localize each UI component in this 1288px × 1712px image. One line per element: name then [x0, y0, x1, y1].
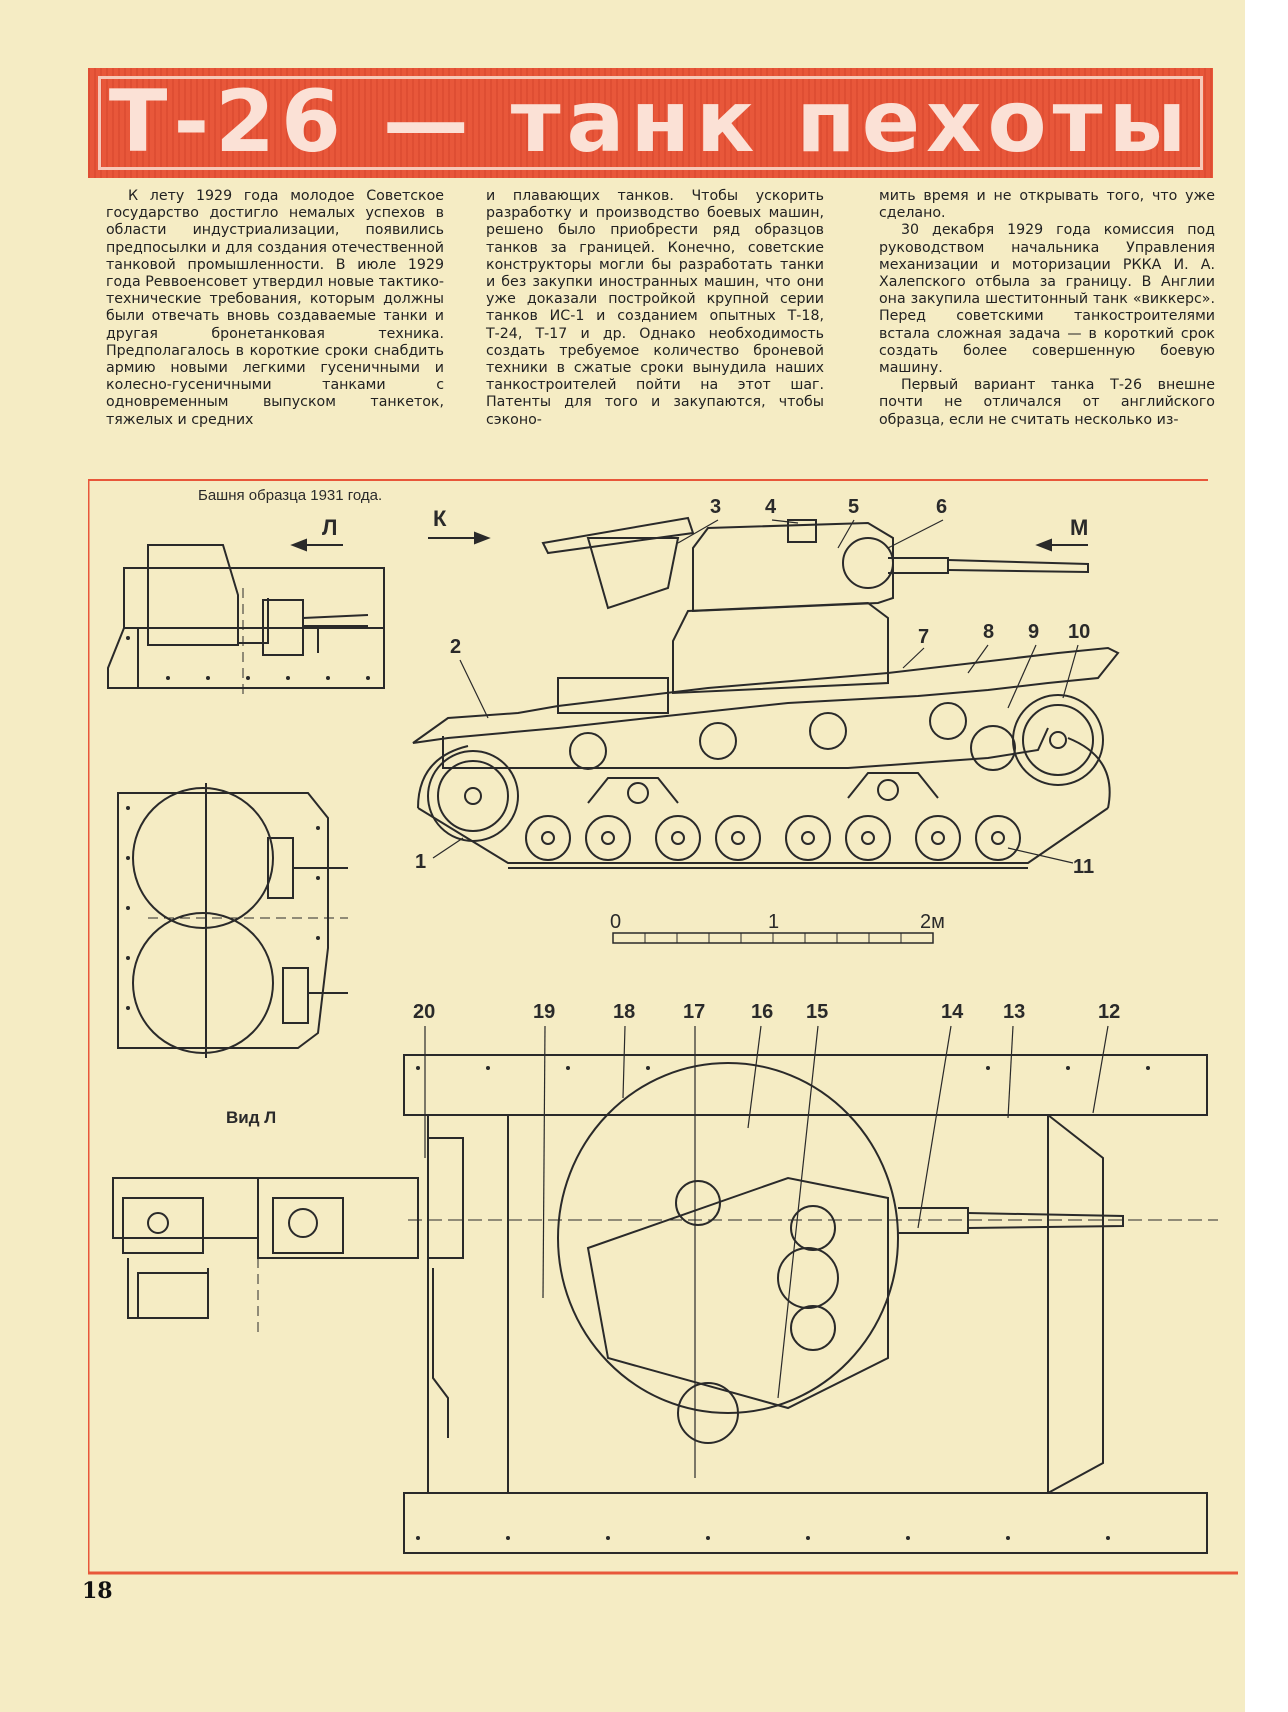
callout-19: 19	[533, 1001, 555, 1023]
tank-side-view	[412, 516, 1120, 869]
article-column-1: К лету 1929 года молодое Советское госуд…	[106, 188, 444, 429]
view-arrow-m-label: М	[1070, 515, 1088, 540]
paragraph: К лету 1929 года молодое Советское госуд…	[106, 188, 444, 428]
callout-15: 15	[806, 1001, 828, 1023]
callout-20: 20	[413, 1001, 435, 1023]
front-view	[112, 1177, 419, 1338]
paragraph: Первый вариант танка Т-26 внешне почти н…	[879, 377, 1215, 428]
side-callout-leaders	[432, 519, 1079, 864]
scale-label-1: 1	[768, 911, 779, 933]
scale-label-2: 2м	[920, 911, 945, 933]
tank-blueprint: Л К М Башня образца 1931 года. Вид Л 0 1…	[86, 479, 1238, 1575]
tank-top-view	[403, 1054, 1208, 1554]
page-title: Т-26 — танк пехоты	[108, 72, 1193, 172]
article-column-3: мить время и не открывать того, что уже …	[879, 188, 1215, 429]
callout-1: 1	[415, 851, 426, 873]
callout-17: 17	[683, 1001, 705, 1023]
callout-7: 7	[918, 626, 929, 648]
callout-5: 5	[848, 496, 859, 518]
magazine-page: Т-26 — танк пехоты К лету 1929 года моло…	[0, 0, 1245, 1712]
view-arrow-l-label: Л	[322, 515, 337, 540]
turret-caption: Башня образца 1931 года.	[198, 487, 382, 504]
scale-label-0: 0	[610, 911, 621, 933]
side-view-callouts: 1 2 3 4 5 6 7 8 9 10 11	[415, 496, 1094, 878]
technical-drawing: Л К М Башня образца 1931 года. Вид Л 0 1…	[86, 478, 1238, 1586]
callout-13: 13	[1003, 1001, 1025, 1023]
callout-9: 9	[1028, 621, 1039, 643]
callout-10: 10	[1068, 621, 1090, 643]
callout-14: 14	[941, 1001, 964, 1023]
callout-4: 4	[765, 496, 777, 518]
view-arrows	[290, 531, 1088, 552]
callout-16: 16	[751, 1001, 773, 1023]
callout-11: 11	[1073, 856, 1094, 878]
road-wheels	[427, 694, 1104, 861]
top-callout-leaders	[424, 1025, 1109, 1478]
idler-wheel	[1012, 694, 1104, 786]
paragraph: и плавающих танков. Чтобы ускорить разра…	[486, 188, 824, 428]
callout-3: 3	[710, 496, 721, 518]
callout-12: 12	[1098, 1001, 1120, 1023]
paragraph: 30 декабря 1929 года комиссия под руково…	[879, 222, 1215, 377]
page-number: 18	[82, 1578, 113, 1604]
top-view-callouts: 20 19 18 17 16 15 14 13 12	[413, 1001, 1120, 1023]
paragraph: мить время и не открывать того, что уже …	[879, 188, 1215, 222]
view-l-caption: Вид Л	[226, 1108, 276, 1127]
turret-top-view	[117, 783, 348, 1058]
callout-6: 6	[936, 496, 947, 518]
drive-wheel	[427, 750, 519, 842]
callout-18: 18	[613, 1001, 635, 1023]
view-arrow-k-label: К	[433, 506, 447, 531]
title-banner: Т-26 — танк пехоты	[88, 68, 1213, 178]
callout-8: 8	[983, 621, 994, 643]
article-column-2: и плавающих танков. Чтобы ускорить разра…	[486, 188, 824, 429]
scale-bar: 0 1 2м	[610, 911, 945, 944]
turret-side-view	[107, 544, 385, 698]
title-banner-border	[98, 76, 1203, 170]
rivets	[126, 636, 1150, 1540]
callout-2: 2	[450, 636, 461, 658]
